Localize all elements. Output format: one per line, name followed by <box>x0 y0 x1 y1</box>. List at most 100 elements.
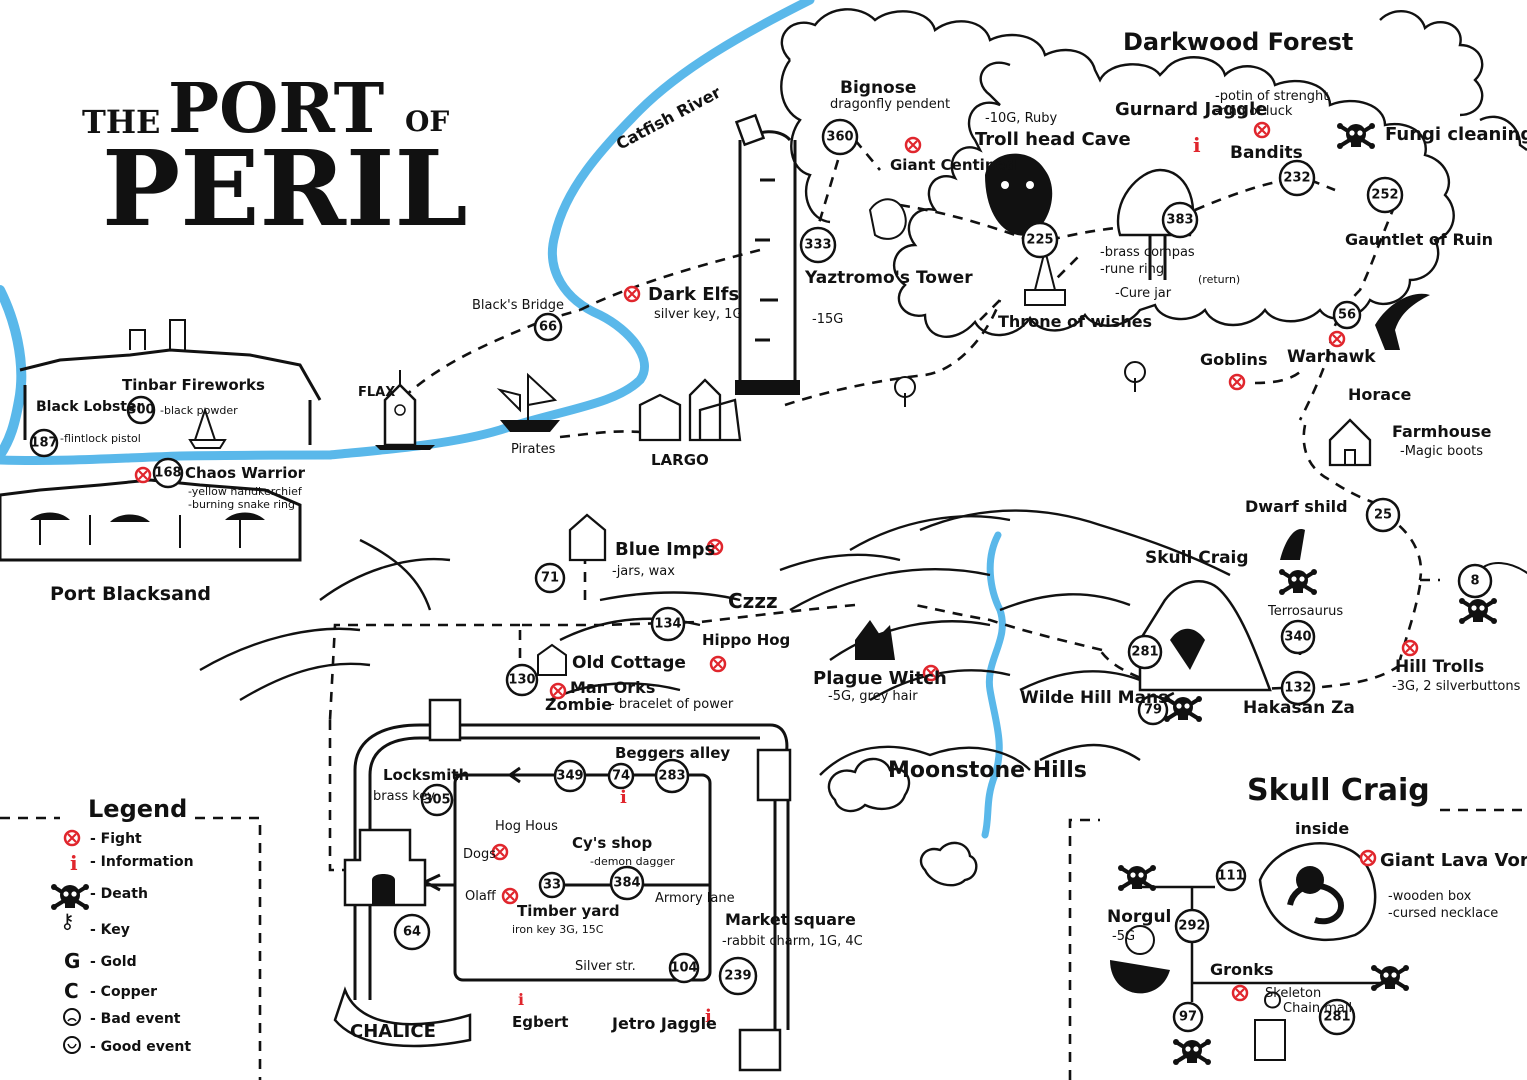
port-blacksand-sketch <box>0 319 322 562</box>
svg-text:281: 281 <box>1131 645 1158 660</box>
svg-text:33: 33 <box>543 878 561 893</box>
svg-text:187: 187 <box>30 436 57 451</box>
giant-centiped-label: Giant Centiped <box>890 156 1016 174</box>
node-252[interactable]: 252 <box>1366 176 1404 214</box>
chalice-town <box>333 698 792 1072</box>
old-cottage-label: Old Cottage <box>572 653 686 673</box>
node-168[interactable]: 168 <box>152 457 184 489</box>
node-104[interactable]: 104 <box>668 952 700 984</box>
node-8[interactable]: 8 <box>1457 563 1493 599</box>
legend-item-good-event: - Good event <box>90 1039 191 1055</box>
node-340[interactable]: 340 <box>1280 619 1316 655</box>
node-232[interactable]: 232 <box>1278 159 1316 197</box>
fight-icon <box>1231 984 1249 1002</box>
node-383[interactable]: 383 <box>1161 201 1199 239</box>
node-111[interactable]: 111 <box>1215 860 1247 892</box>
node-333[interactable]: 333 <box>799 226 837 264</box>
node-25[interactable]: 25 <box>1365 497 1401 533</box>
gurnard-label: Gurnard Jaggle <box>1115 99 1267 120</box>
title-peril: PERIL <box>102 127 468 250</box>
node-134[interactable]: 134 <box>650 606 686 642</box>
fight-icon <box>709 655 727 673</box>
tinbar-item: -black powder <box>160 404 238 417</box>
svg-text:56: 56 <box>1338 308 1356 323</box>
gold-symbol: G <box>64 949 80 973</box>
zombie-item: - bracelet of power <box>610 697 734 712</box>
svg-text:111: 111 <box>1217 869 1244 884</box>
chaos-warrior-label: Chaos Warrior <box>185 464 306 482</box>
node-66[interactable]: 66 <box>533 312 563 342</box>
svg-text:25: 25 <box>1374 508 1392 523</box>
skull-icon <box>1457 596 1499 626</box>
yaztromo-label: Yaztromo's Tower <box>804 268 973 288</box>
title-the: THE <box>82 103 160 141</box>
node-349[interactable]: 349 <box>553 759 587 793</box>
svg-text:232: 232 <box>1283 171 1310 186</box>
gurnard-item-2: -ring of luck <box>1215 104 1293 119</box>
fight-icon <box>1228 373 1246 391</box>
coast-river <box>0 285 27 460</box>
norgul-label: Norgul <box>1107 907 1171 927</box>
moonstone-hills <box>789 509 1231 887</box>
port-blacksand-label: Port Blacksand <box>50 583 211 605</box>
farmhouse-label: Farmhouse <box>1392 422 1492 441</box>
fight-icon <box>63 829 81 847</box>
node-360[interactable]: 360 <box>821 118 859 156</box>
node-74[interactable]: 74 <box>607 762 635 790</box>
node-305[interactable]: 305 <box>420 783 454 817</box>
svg-text:134: 134 <box>654 617 681 632</box>
brass-item-2: -rune ring <box>1100 262 1164 277</box>
silver-str-label: Silver str. <box>575 959 636 974</box>
node-64[interactable]: 64 <box>393 913 431 951</box>
bad-event-icon <box>63 1008 81 1026</box>
dwarf-shild-label: Dwarf shild <box>1245 497 1348 516</box>
dogs-label: Dogs <box>463 847 496 862</box>
fight-icon <box>501 887 519 905</box>
fight-icon <box>904 136 922 154</box>
node-239[interactable]: 239 <box>718 956 758 996</box>
node-300[interactable]: 300 <box>126 395 156 425</box>
node-130[interactable]: 130 <box>505 663 539 697</box>
node-225[interactable]: 225 <box>1021 221 1059 259</box>
node-384[interactable]: 384 <box>609 865 645 901</box>
skull-icon <box>1369 963 1411 993</box>
key-icon: ⚷ <box>60 909 75 933</box>
node-281[interactable]: 281 <box>1127 634 1163 670</box>
beggers-label: Beggers alley <box>615 744 730 762</box>
svg-text:252: 252 <box>1371 188 1398 203</box>
node-281-inside[interactable]: 281 <box>1318 998 1356 1036</box>
farmhouse-item: -Magic boots <box>1400 444 1483 459</box>
bandits-label: Bandits <box>1230 143 1303 163</box>
svg-text:130: 130 <box>508 673 535 688</box>
info-icon: i <box>1193 133 1201 157</box>
svg-text:64: 64 <box>403 925 421 940</box>
svg-text:8: 8 <box>1470 574 1479 589</box>
node-283[interactable]: 283 <box>654 758 690 794</box>
node-56[interactable]: 56 <box>1332 300 1362 330</box>
node-79[interactable]: 79 <box>1137 694 1169 726</box>
node-97[interactable]: 97 <box>1172 1001 1204 1033</box>
fight-icon <box>1359 849 1377 867</box>
chaos-item-2: -burning snake ring <box>188 498 295 511</box>
node-71[interactable]: 71 <box>534 562 566 594</box>
darkwood-forest-outline <box>780 8 1527 338</box>
black-lobster-item: -flintlock pistol <box>60 432 141 445</box>
skull-craig-map-label: Skull Craig <box>1145 548 1249 568</box>
info-markers: i i i i i <box>70 133 1201 1027</box>
node-187[interactable]: 187 <box>29 428 59 458</box>
egbert-label: Egbert <box>512 1013 568 1031</box>
node-33[interactable]: 33 <box>538 871 566 899</box>
svg-text:384: 384 <box>613 876 640 891</box>
skull-craig-inside-frame <box>0 808 1527 1080</box>
node-132[interactable]: 132 <box>1280 670 1316 706</box>
plague-witch-label: Plague Witch <box>813 668 947 689</box>
info-icon: i <box>518 990 524 1009</box>
largo-label: LARGO <box>651 451 709 469</box>
hakasan-label: Hakasan Za <box>1243 698 1355 718</box>
svg-text:340: 340 <box>1284 630 1311 645</box>
gauntlet-label: Gauntlet of Ruin <box>1345 230 1493 249</box>
node-292[interactable]: 292 <box>1174 908 1210 944</box>
timber-label: Timber yard <box>517 902 620 920</box>
cys-item: -demon dagger <box>590 855 675 868</box>
chalice-hills <box>199 538 901 702</box>
